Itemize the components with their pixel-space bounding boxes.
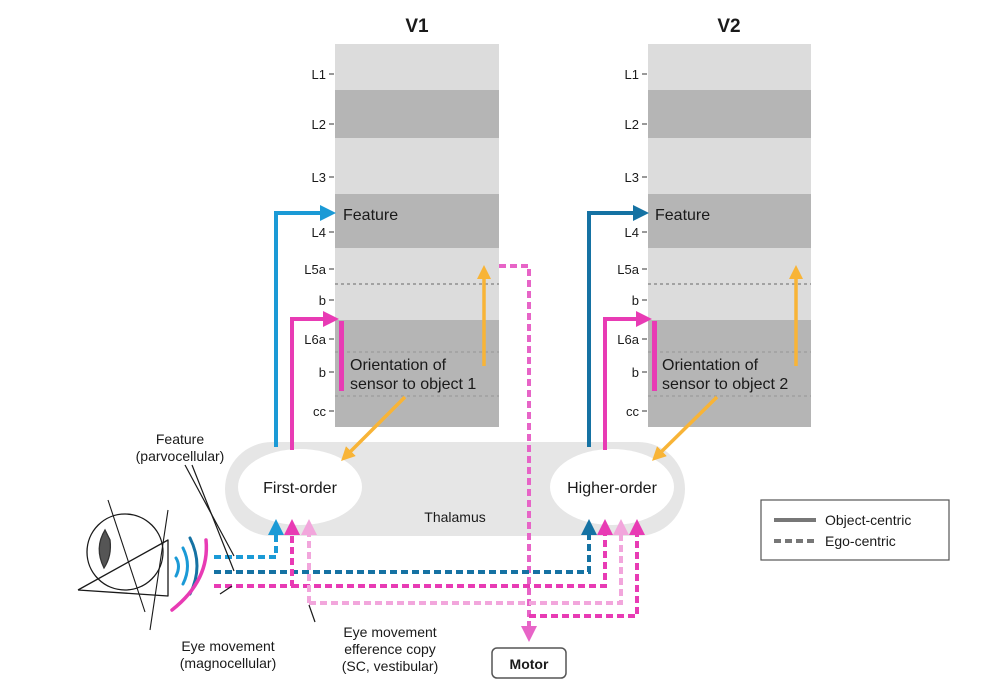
v1-orientation-label-line2: sensor to object 1	[350, 376, 476, 393]
v2-orientation-label-line2: sensor to object 2	[662, 376, 788, 393]
efference-copy-label-line3: (SC, vestibular)	[342, 658, 438, 674]
thalamus-label: Thalamus	[424, 509, 485, 525]
v1-layer-l6a: L6a	[304, 332, 326, 347]
v2-layer-l4: L4	[625, 225, 639, 240]
first-order-nucleus	[238, 449, 362, 525]
v2-layer-ticks	[642, 73, 647, 412]
legend-dashed-label: Ego-centric	[825, 533, 896, 549]
v2-l6-bar	[652, 321, 657, 391]
v1-layer-l5a: L5a	[304, 262, 326, 277]
feature-input-to-first-order-arrow	[214, 519, 284, 559]
efference-copy-label-line2: efference copy	[344, 641, 436, 657]
v1-layer-l6b: b	[319, 365, 326, 380]
first-order-to-v1-l6-arrow	[290, 311, 339, 450]
v2-title: V2	[717, 16, 740, 37]
eye-movement-label-line1: Eye movement	[181, 638, 274, 654]
v2-layer-l1: L1	[625, 67, 639, 82]
motor-box	[491, 647, 567, 679]
higher-order-label: Higher-order	[567, 480, 657, 497]
legend: Object-centric Ego-centric	[760, 499, 950, 561]
v2-layer-l2: L2	[625, 117, 639, 132]
signal-waves-icon	[170, 536, 209, 612]
first-order-label: First-order	[263, 480, 337, 497]
v1-layer-ticks	[329, 73, 334, 412]
higher-order-to-v2-l6-arrow	[603, 311, 652, 450]
v2-layer-l3: L3	[625, 170, 639, 185]
v1-l6-bar	[339, 321, 344, 391]
motor-loop-to-higher-order-arrow	[529, 519, 645, 618]
v2-layer-l5a: L5a	[617, 262, 639, 277]
v2-feature-label: Feature	[655, 207, 710, 224]
eye-icon	[77, 499, 169, 631]
v2-column	[648, 44, 811, 427]
v1-layer-l4: L4	[312, 225, 326, 240]
label-pointer-lines	[184, 464, 316, 623]
higher-order-nucleus	[550, 449, 674, 525]
v2-layer-l5b: b	[632, 293, 639, 308]
v2-layer-l6a: L6a	[617, 332, 639, 347]
v2-layer-cc: cc	[626, 404, 640, 419]
v2-l6-to-higher-order-arrow	[652, 395, 719, 461]
feature-input-label-line2: (parvocellular)	[136, 448, 225, 464]
v1-column	[335, 44, 499, 427]
efference-copy-label-line1: Eye movement	[343, 624, 436, 640]
efference-copy-to-higher-order-arrow	[309, 519, 629, 605]
motor-label: Motor	[510, 656, 549, 672]
first-order-to-v1-feature-arrow	[274, 205, 336, 447]
v1-layer-l2: L2	[312, 117, 326, 132]
legend-solid-label: Object-centric	[825, 512, 911, 528]
v1-title: V1	[405, 16, 429, 37]
v2-orientation-label-line1: Orientation of	[662, 357, 759, 374]
feature-input-to-higher-order-arrow	[214, 519, 597, 574]
v1-layer-cc: cc	[313, 404, 327, 419]
v1-feature-label: Feature	[343, 207, 398, 224]
eye-movement-label-line2: (magnocellular)	[180, 655, 276, 671]
v1-layer-l3: L3	[312, 170, 326, 185]
v1-layer-l1: L1	[312, 67, 326, 82]
higher-order-to-v2-feature-arrow	[587, 205, 649, 447]
v1-orientation-label-line1: Orientation of	[350, 357, 447, 374]
eye-movement-to-higher-order-arrow	[292, 519, 613, 588]
v1-layer-l5b: b	[319, 293, 326, 308]
v1-l5-to-motor-arrow	[499, 264, 537, 642]
v1-l6-to-first-order-arrow	[341, 395, 407, 461]
feature-input-label-line1: Feature	[156, 431, 204, 447]
v2-layer-l6b: b	[632, 365, 639, 380]
